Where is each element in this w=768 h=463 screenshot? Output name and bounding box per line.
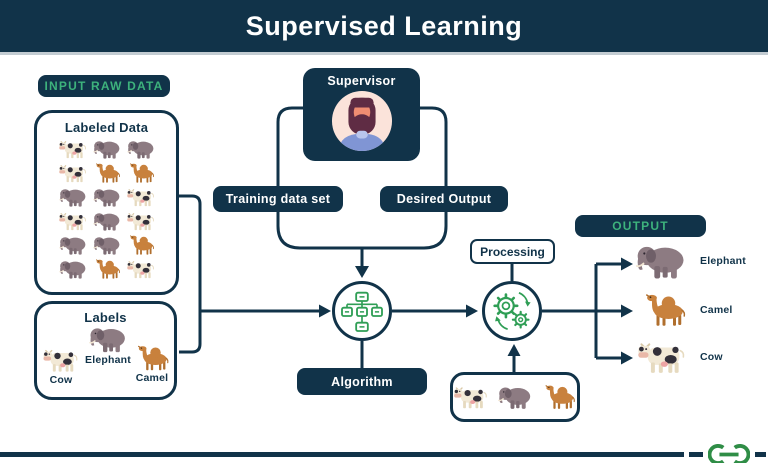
camel-icon	[126, 162, 156, 184]
elephant-icon	[87, 324, 129, 354]
elephant-icon	[92, 210, 122, 232]
camel-icon	[126, 234, 156, 256]
test-data-box	[450, 372, 580, 422]
input-raw-data-badge: INPUT RAW DATA	[38, 75, 170, 97]
labels-item-cow: Cow	[42, 346, 80, 386]
labeled-data-box: Labeled Data	[34, 110, 179, 295]
elephant-icon	[92, 186, 122, 208]
camel-icon	[133, 344, 171, 372]
cow-icon	[126, 210, 156, 232]
flowchart-icon	[341, 291, 383, 332]
camel-icon	[92, 258, 122, 280]
output-label-cow: Cow	[700, 351, 723, 363]
cow-icon	[58, 162, 88, 184]
labels-item-cow-label: Cow	[49, 374, 73, 386]
footer-rule	[0, 452, 684, 457]
camel-icon	[640, 292, 688, 328]
footer	[0, 442, 768, 463]
header-banner: Supervised Learning	[0, 0, 768, 52]
supervisor-box: Supervisor	[303, 68, 420, 161]
labeled-data-animals	[37, 135, 176, 283]
labels-title: Labels	[84, 310, 127, 325]
elephant-icon	[92, 234, 122, 256]
algorithm-node: Algorithm	[297, 368, 427, 395]
output-label-camel: Camel	[700, 304, 733, 316]
algorithm-circle	[332, 281, 392, 341]
labels-item-camel-label: Camel	[135, 372, 169, 384]
desired-output-node: Desired Output	[380, 186, 508, 212]
labels-box: Labels Elephant Cow Camel	[34, 301, 177, 400]
output-row-camel: Camel	[640, 292, 733, 328]
output-bracket-line	[542, 262, 623, 360]
elephant-icon	[58, 186, 88, 208]
labels-item-elephant: Elephant	[85, 324, 131, 366]
input-bracket-line	[179, 194, 202, 354]
elephant-icon	[497, 383, 533, 411]
output-row-cow: Cow	[636, 338, 723, 376]
elephant-icon	[92, 138, 122, 160]
cow-icon	[42, 346, 80, 374]
elephant-icon	[634, 241, 688, 281]
gears-icon	[493, 291, 531, 331]
output-row-elephant: Elephant	[634, 241, 746, 281]
cow-icon	[58, 138, 88, 160]
labels-item-elephant-label: Elephant	[85, 354, 131, 366]
labels-item-camel: Camel	[133, 344, 171, 384]
processing-circle	[482, 281, 542, 341]
geeksforgeeks-logo-icon	[708, 444, 750, 463]
cow-icon	[453, 383, 489, 411]
footer-dash-right	[755, 452, 766, 457]
elephant-icon	[126, 138, 156, 160]
page-title: Supervised Learning	[245, 10, 523, 41]
training-data-set-node: Training data set	[213, 186, 343, 212]
output-badge: OUTPUT	[575, 215, 706, 237]
cow-icon	[126, 258, 156, 280]
elephant-icon	[58, 258, 88, 280]
footer-dash-left	[689, 452, 703, 457]
cow-icon	[636, 338, 688, 376]
elephant-icon	[58, 234, 88, 256]
labeled-data-title: Labeled Data	[64, 120, 149, 135]
header-divider	[0, 52, 768, 55]
cow-icon	[58, 210, 88, 232]
camel-icon	[92, 162, 122, 184]
supervisor-avatar	[331, 90, 392, 152]
cow-icon	[126, 186, 156, 208]
camel-icon	[541, 383, 577, 411]
supervisor-title: Supervisor	[327, 74, 396, 88]
processing-node: Processing	[470, 239, 555, 264]
output-label-elephant: Elephant	[700, 255, 746, 267]
